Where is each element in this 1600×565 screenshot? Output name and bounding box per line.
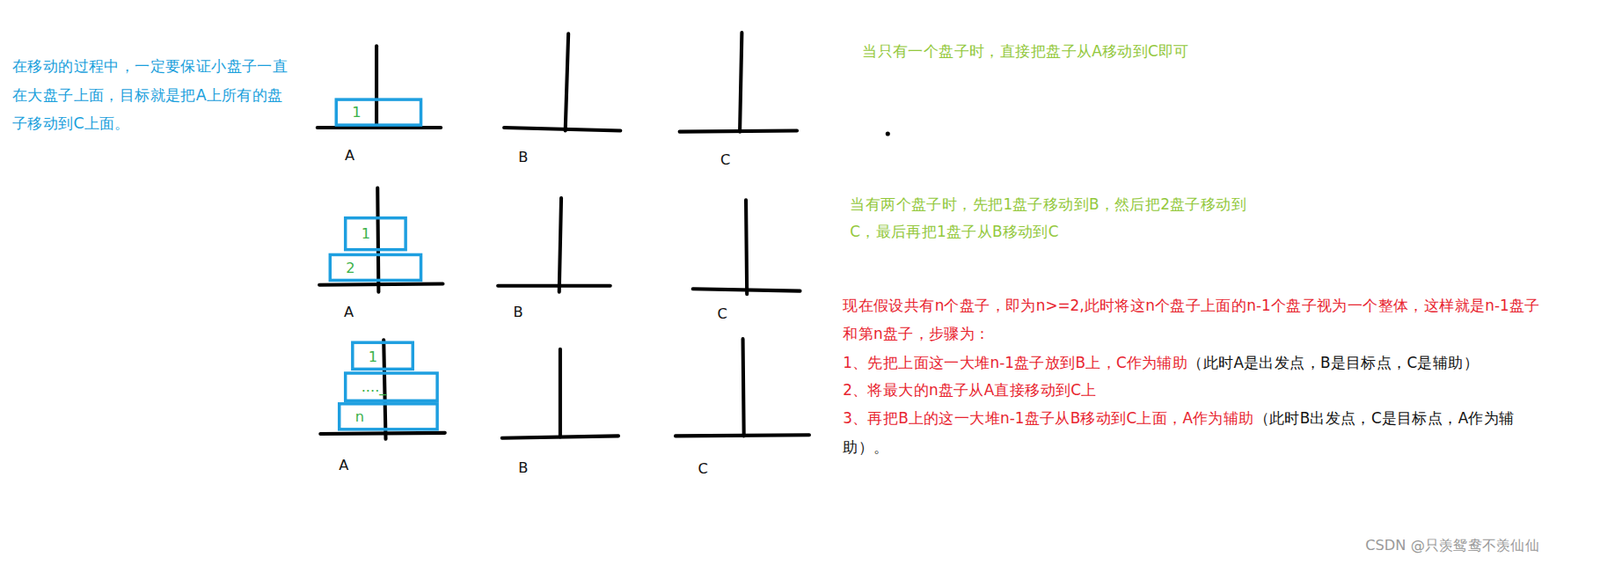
peg-label: B xyxy=(518,459,528,476)
step-text: 2、将最大的n盘子从A直接移动到C上 xyxy=(842,381,1096,399)
text-line: 现在假设共有n个盘子，即为n>=2,此时将这n个盘子上面的n-1个盘子视为一个整… xyxy=(842,291,1547,349)
disk-number: n xyxy=(355,409,365,424)
note-text: 当有两个盘子时，先把1盘子移动到B，然后把2盘子移动到C，最后再把1盘子从B移动… xyxy=(849,196,1247,241)
peg-base xyxy=(679,130,797,132)
peg xyxy=(743,338,745,436)
disk-number: 2 xyxy=(345,260,355,275)
peg xyxy=(739,32,742,132)
disk-number: ...._ xyxy=(361,379,388,395)
disk-number: 1 xyxy=(351,104,361,119)
text-line: A xyxy=(343,301,354,321)
text-line: A xyxy=(344,146,355,165)
peg-base xyxy=(497,284,611,288)
watermark: CSDN @只羡鸳鸯不羡仙仙 xyxy=(1365,536,1540,554)
peg-base xyxy=(504,127,621,131)
peg-label: B xyxy=(513,303,524,321)
peg xyxy=(745,199,747,294)
note-text: 当只有一个盘子时，直接把盘子从A移动到C即可 xyxy=(862,43,1189,60)
text-line: C xyxy=(717,304,728,323)
text-line: B xyxy=(518,147,528,167)
peg-label: C xyxy=(717,305,728,322)
peg-base xyxy=(502,435,619,438)
peg xyxy=(374,45,379,128)
disk-box: 2 xyxy=(328,253,424,282)
text-line: 3、再把B上的这一大堆n-1盘子从B移动到C上面，A作为辅助（此时B出发点，C是… xyxy=(842,403,1547,461)
peg xyxy=(558,349,563,438)
peg-base xyxy=(693,288,801,291)
peg-label: A xyxy=(338,456,349,474)
text-line: 2、将最大的n盘子从A直接移动到C上 xyxy=(842,375,1547,404)
step-remark: （此时A是出发点，B是目标点，C是辅助） xyxy=(1187,354,1479,372)
disk-box: n xyxy=(337,401,439,431)
disk-number: 1 xyxy=(368,348,378,363)
text-line: 1、先把上面这一大堆n-1盘子放到B上，C作为辅助（此时A是出发点，B是目标点，… xyxy=(842,348,1547,377)
text-line: C xyxy=(698,459,709,478)
peg-base xyxy=(319,284,443,285)
peg xyxy=(377,187,379,292)
text-line: B xyxy=(513,301,524,321)
peg-label: C xyxy=(720,151,731,169)
text-line: 当只有一个盘子时，直接把盘子从A移动到C即可 xyxy=(862,42,1189,62)
peg-label: B xyxy=(518,148,528,166)
text-line: CSDN @只羡鸳鸯不羡仙仙 xyxy=(1365,535,1540,555)
text-line: 当有两个盘子时，先把1盘子移动到B，然后把2盘子移动到C，最后再把1盘子从B移动… xyxy=(849,190,1271,247)
step-text: 现在假设共有n个盘子，即为n>=2,此时将这n个盘子上面的n-1个盘子视为一个整… xyxy=(842,297,1540,343)
peg-base xyxy=(320,432,446,434)
peg-base xyxy=(675,434,810,436)
peg-label: A xyxy=(344,146,355,164)
step-text: 1、先把上面这一大堆n-1盘子放到B上，C作为辅助 xyxy=(842,354,1188,372)
text-line: A xyxy=(338,454,349,474)
text-line: 在移动的过程中，一定要保证小盘子一直在大盘子上面，目标就是把A上所有的盘子移动到… xyxy=(12,51,291,138)
peg xyxy=(565,33,569,131)
text-line: C xyxy=(720,150,731,169)
disk-box: 1 xyxy=(343,216,408,251)
disk-box: 1 xyxy=(350,340,415,371)
text-line: B xyxy=(518,458,528,477)
dot xyxy=(885,131,891,136)
disk-number: 1 xyxy=(361,226,371,242)
note-text: 在移动的过程中，一定要保证小盘子一直在大盘子上面，目标就是把A上所有的盘子移动到… xyxy=(12,57,288,133)
peg-label: A xyxy=(343,303,354,321)
peg-label: C xyxy=(698,460,709,477)
step-text: 3、再把B上的这一大堆n-1盘子从B移动到C上面，A作为辅助 xyxy=(842,409,1254,427)
disk-box: ...._ xyxy=(343,371,439,402)
disk-box: 1 xyxy=(335,97,424,126)
peg xyxy=(559,197,562,293)
